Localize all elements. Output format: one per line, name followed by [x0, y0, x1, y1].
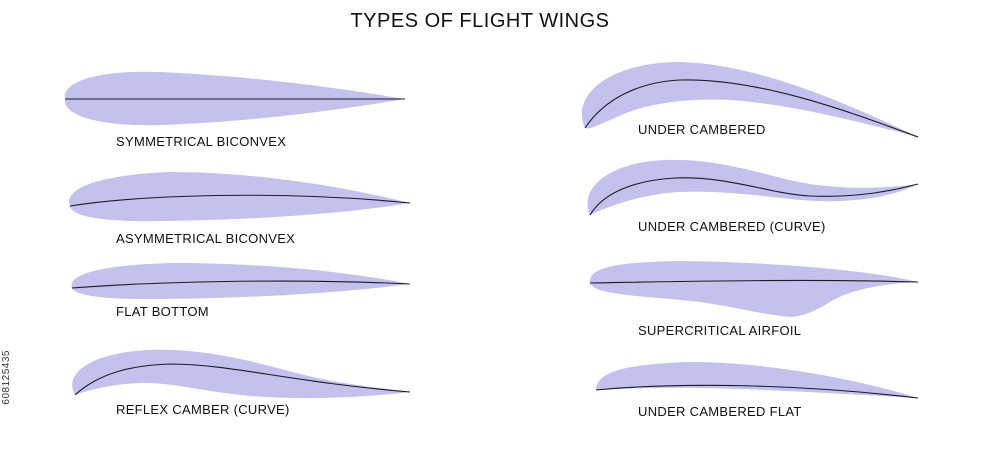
camber-line: [584, 79, 919, 138]
camber-line: [69, 194, 411, 207]
camber-line: [589, 279, 919, 284]
wing-flat-bottom: [71, 263, 411, 300]
wing-asymmetrical-biconvex: [69, 172, 411, 222]
side-code: 608125435: [1, 350, 12, 405]
wing-label-under-cambered: UNDER CAMBERED: [638, 122, 766, 137]
wing-label-under-cambered-curve: UNDER CAMBERED (CURVE): [638, 219, 826, 234]
wing-shape: [589, 261, 918, 317]
camber-line: [589, 177, 919, 216]
wing-label-supercritical-airfoil: SUPERCRITICAL AIRFOIL: [638, 323, 802, 338]
camber-line: [595, 384, 919, 399]
camber-line: [74, 363, 411, 396]
wing-under-cambered-curve: [587, 159, 919, 216]
wing-label-symmetrical-biconvex: SYMMETRICAL BICONVEX: [116, 134, 287, 149]
wing-symmetrical-biconvex: [64, 71, 406, 126]
wing-label-asymmetrical-biconvex: ASYMMETRICAL BICONVEX: [116, 231, 296, 246]
camber-line: [71, 280, 411, 289]
diagram-title: TYPES OF FLIGHT WINGS: [350, 10, 610, 32]
wing-shape: [72, 349, 411, 399]
wing-under-cambered-flat: [595, 362, 919, 399]
wing-label-reflex-camber-curve: REFLEX CAMBER (CURVE): [116, 402, 290, 417]
wing-shape: [587, 159, 918, 215]
wing-shape: [596, 362, 918, 398]
wing-label-flat-bottom: FLAT BOTTOM: [116, 304, 209, 319]
wing-under-cambered: [581, 62, 919, 138]
wing-shape: [69, 172, 411, 222]
wing-reflex-camber-curve: [72, 349, 411, 399]
wing-supercritical-airfoil: [589, 261, 919, 317]
wing-label-under-cambered-flat: UNDER CAMBERED FLAT: [638, 404, 802, 419]
